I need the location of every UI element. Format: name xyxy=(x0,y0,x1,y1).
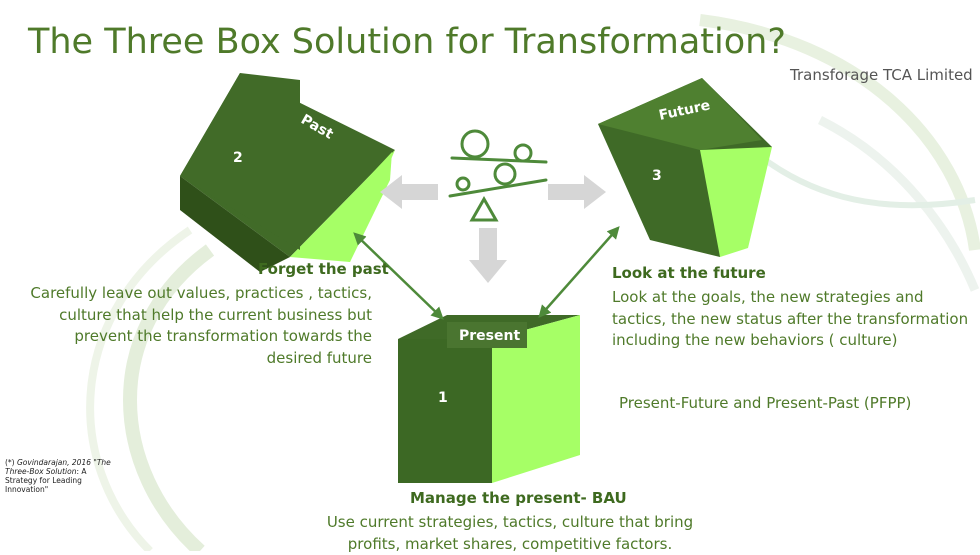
company-name: Transforage TCA Limited xyxy=(790,66,973,84)
present-heading: Manage the present- BAU xyxy=(410,489,627,507)
balance-scale-icon xyxy=(448,129,548,222)
present-future-arrow xyxy=(538,226,620,318)
future-number: 3 xyxy=(652,168,662,184)
footnote-suffix: : A Strategy for Leading Innovation" xyxy=(5,467,87,494)
present-label: Present xyxy=(459,328,520,344)
past-heading: Forget the past xyxy=(258,260,389,278)
present-description: Use current strategies, tactics, culture… xyxy=(326,513,694,553)
present-box xyxy=(398,315,580,483)
arrow-to-past xyxy=(380,175,438,209)
page-title: The Three Box Solution for Transformatio… xyxy=(28,22,786,62)
past-number: 2 xyxy=(233,150,243,166)
future-description: Look at the goals, the new strategies an… xyxy=(612,288,969,349)
arrow-to-present xyxy=(469,228,507,283)
arrow-to-future xyxy=(548,175,606,209)
future-heading: Look at the future xyxy=(612,264,766,282)
future-box xyxy=(598,78,772,257)
pfpp-note: Present-Future and Present-Past (PFPP) xyxy=(619,394,912,412)
past-box xyxy=(180,73,395,272)
past-description: Carefully leave out values, practices , … xyxy=(30,284,372,367)
footnote-citation: Govindarajan, 2016 "The Three-Box Soluti… xyxy=(5,458,111,476)
present-past-arrow xyxy=(353,232,444,320)
citation-footnote: (*) Govindarajan, 2016 "The Three-Box So… xyxy=(5,458,117,494)
present-number: 1 xyxy=(438,390,448,406)
footnote-prefix: (*) xyxy=(5,458,17,467)
